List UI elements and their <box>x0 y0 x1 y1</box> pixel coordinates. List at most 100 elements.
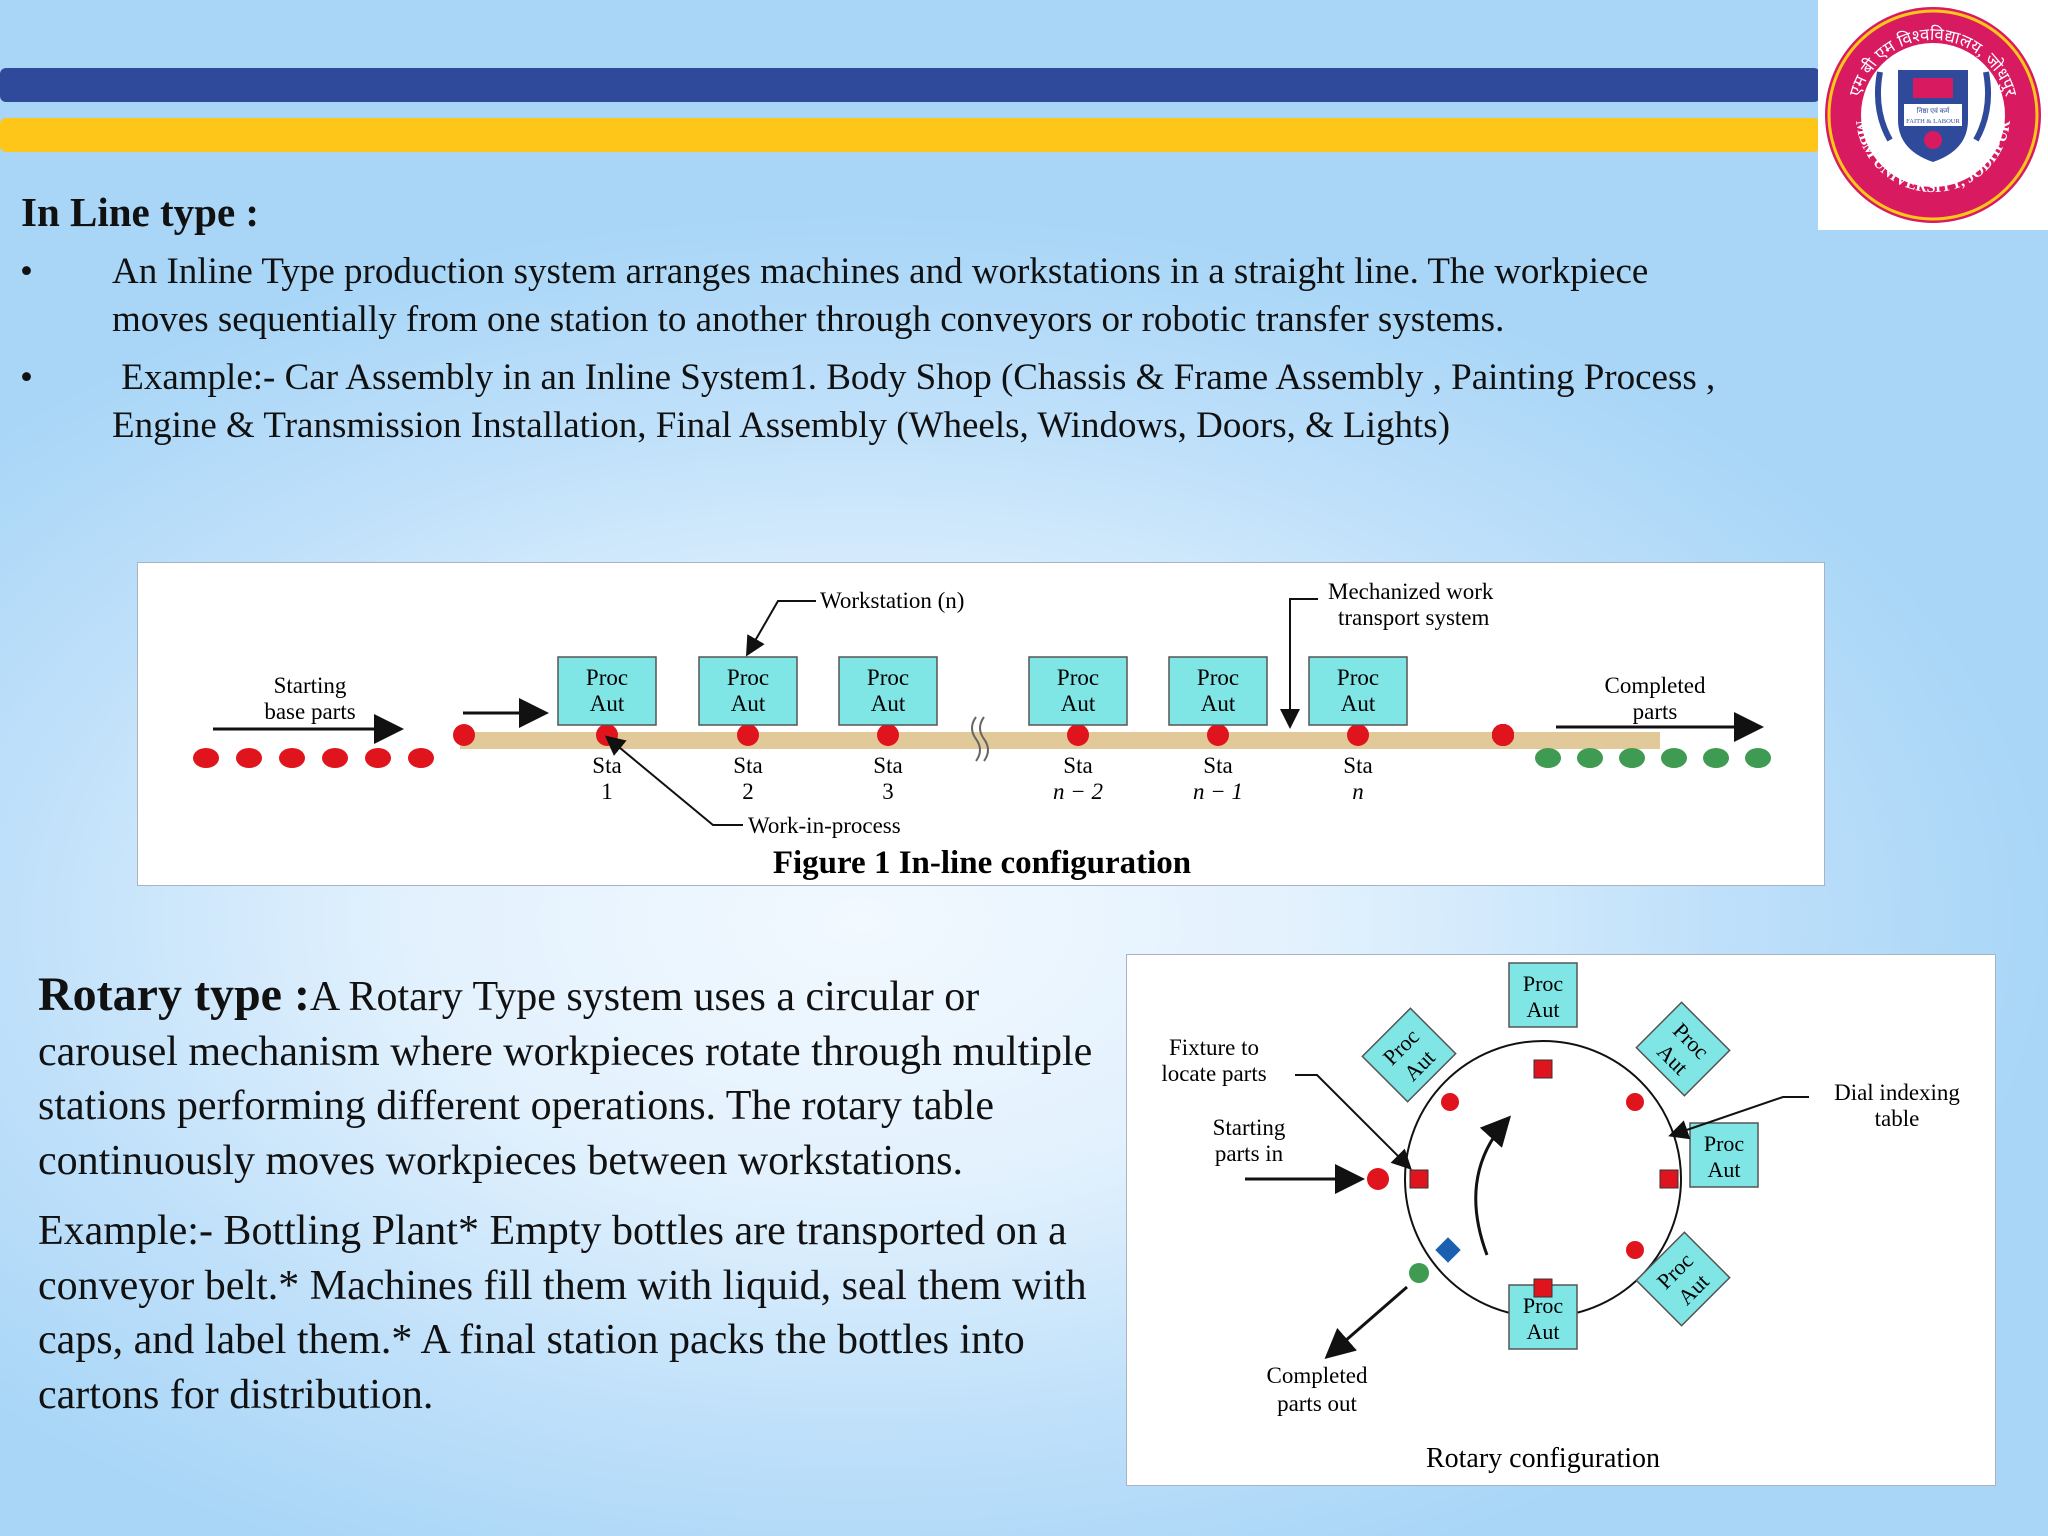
starting-label-line2: parts in <box>1215 1141 1284 1166</box>
completed-label-line1: Completed <box>1267 1363 1368 1388</box>
dial-label-line1: Dial indexing <box>1834 1080 1960 1105</box>
starting-label-line2: base parts <box>264 699 355 724</box>
rotary-workstations: ProcAutProcAutProcAutProcAutProcAutProcA… <box>1361 962 1759 1350</box>
starting-label-line1: Starting <box>274 673 347 698</box>
rotary-box-label: Aut <box>1527 997 1560 1022</box>
workstation-box-label: Aut <box>1201 691 1236 716</box>
fixture-pointer <box>1295 1074 1412 1170</box>
workstation-label: Workstation (n) <box>820 588 964 613</box>
transport-pointer <box>1280 598 1318 729</box>
workstation-box-label: Aut <box>871 691 906 716</box>
dial-indexing-table <box>1404 1040 1682 1318</box>
fixtures <box>1409 1059 1679 1298</box>
fixture-label-line2: locate parts <box>1161 1061 1266 1086</box>
workstation-box-label: Proc <box>867 665 909 690</box>
rotary-type-heading: Rotary type : <box>38 968 310 1021</box>
bullet-text: An Inline Type production system arrange… <box>112 251 1649 340</box>
transport-label-line1: Mechanized work <box>1328 579 1494 604</box>
workstation-box-label: Proc <box>727 665 769 690</box>
station-number: n − 2 <box>1053 779 1103 804</box>
rotary-section: Rotary type :A Rotary Type system uses a… <box>38 968 1098 1422</box>
station-number: 1 <box>601 779 613 804</box>
completed-parts <box>1535 748 1771 768</box>
university-seal-graphic: एम बी एम विश्वविद्यालय, जोधपुर MBM UNIVE… <box>1825 7 2041 223</box>
university-logo: एम बी एम विश्वविद्यालय, जोधपुर MBM UNIVE… <box>1818 0 2048 230</box>
station-name: Sta <box>873 753 902 778</box>
conveyor-parts <box>453 724 1514 746</box>
rotary-box-label: Proc <box>1523 971 1564 996</box>
figure1-caption: Figure 1 In-line configuration <box>773 845 1191 881</box>
station-number: n <box>1352 779 1364 804</box>
workstation-box-label: Aut <box>731 691 766 716</box>
dial-pointer <box>1668 1096 1809 1140</box>
starting-part <box>1367 1168 1389 1190</box>
svg-text:निष्ठा एवं कर्म: निष्ठा एवं कर्म <box>1917 106 1950 115</box>
transport-label-line2: transport system <box>1338 605 1490 630</box>
bullet-dot: • <box>20 357 33 398</box>
figure2-caption: Rotary configuration <box>1426 1443 1660 1474</box>
workstation-boxes: ProcAutProcAutProcAutProcAutProcAutProcA… <box>557 656 1408 726</box>
rotary-diagram: ProcAutProcAutProcAutProcAutProcAutProcA… <box>1161 962 1960 1474</box>
inline-type-heading: In Line type : <box>21 189 260 235</box>
wip-label: Work-in-process <box>748 813 901 838</box>
station-name: Sta <box>592 753 621 778</box>
starting-parts <box>193 748 434 768</box>
rotary-description: A Rotary Type system uses a circular or … <box>38 974 1093 1184</box>
station-number: 2 <box>742 779 754 804</box>
workstation-box-label: Aut <box>1061 691 1096 716</box>
conveyor-belt <box>460 732 1660 749</box>
bullet-dot: • <box>20 251 33 292</box>
inline-configuration-figure: Starting base parts <box>137 562 1825 886</box>
station-name: Sta <box>1203 753 1232 778</box>
workstation-box-label: Proc <box>1197 665 1239 690</box>
rotary-example: Example:- Bottling Plant* Empty bottles … <box>38 1208 1087 1418</box>
station-name: Sta <box>1343 753 1372 778</box>
bullet-text: Example:- Car Assembly in an Inline Syst… <box>112 357 1725 446</box>
workstation-pointer <box>746 600 816 657</box>
rotary-box-label: Proc <box>1704 1131 1745 1156</box>
station-name: Sta <box>1063 753 1092 778</box>
workstation-box-label: Proc <box>586 665 628 690</box>
completed-label-line2: parts out <box>1277 1391 1357 1416</box>
workstation-box-label: Aut <box>590 691 625 716</box>
inline-bullet-list: • An Inline Type production system arran… <box>20 248 1720 460</box>
svg-text:FAITH & LABOUR: FAITH & LABOUR <box>1906 118 1960 125</box>
starting-label-line1: Starting <box>1213 1115 1286 1140</box>
fixture-label-line1: Fixture to <box>1169 1035 1259 1060</box>
rotary-paragraph: Rotary type :A Rotary Type system uses a… <box>38 968 1098 1188</box>
rotation-arrow <box>1474 1115 1512 1256</box>
completed-label-line1: Completed <box>1605 673 1706 698</box>
header-blue-bar <box>0 68 1820 102</box>
station-name: Sta <box>733 753 762 778</box>
completed-label-line2: parts <box>1633 699 1678 724</box>
bullet-item: • An Inline Type production system arran… <box>20 248 1720 344</box>
rotary-box-label: Aut <box>1527 1319 1560 1344</box>
conveyor-break-mark <box>971 716 981 762</box>
dial-label-line2: table <box>1875 1106 1920 1131</box>
workstation-box-label: Aut <box>1341 691 1376 716</box>
header-yellow-bar <box>0 118 1820 152</box>
completed-arrow <box>1324 1285 1408 1359</box>
completed-part <box>1409 1263 1429 1283</box>
workstation-box-label: Proc <box>1337 665 1379 690</box>
wip-pointer <box>604 735 743 826</box>
station-number: 3 <box>882 779 894 804</box>
workstation-box-label: Proc <box>1057 665 1099 690</box>
rotary-box-label: Aut <box>1708 1157 1741 1182</box>
station-number: n − 1 <box>1193 779 1243 804</box>
bullet-item: • Example:- Car Assembly in an Inline Sy… <box>20 354 1720 450</box>
inline-diagram: Starting base parts <box>193 579 1771 881</box>
